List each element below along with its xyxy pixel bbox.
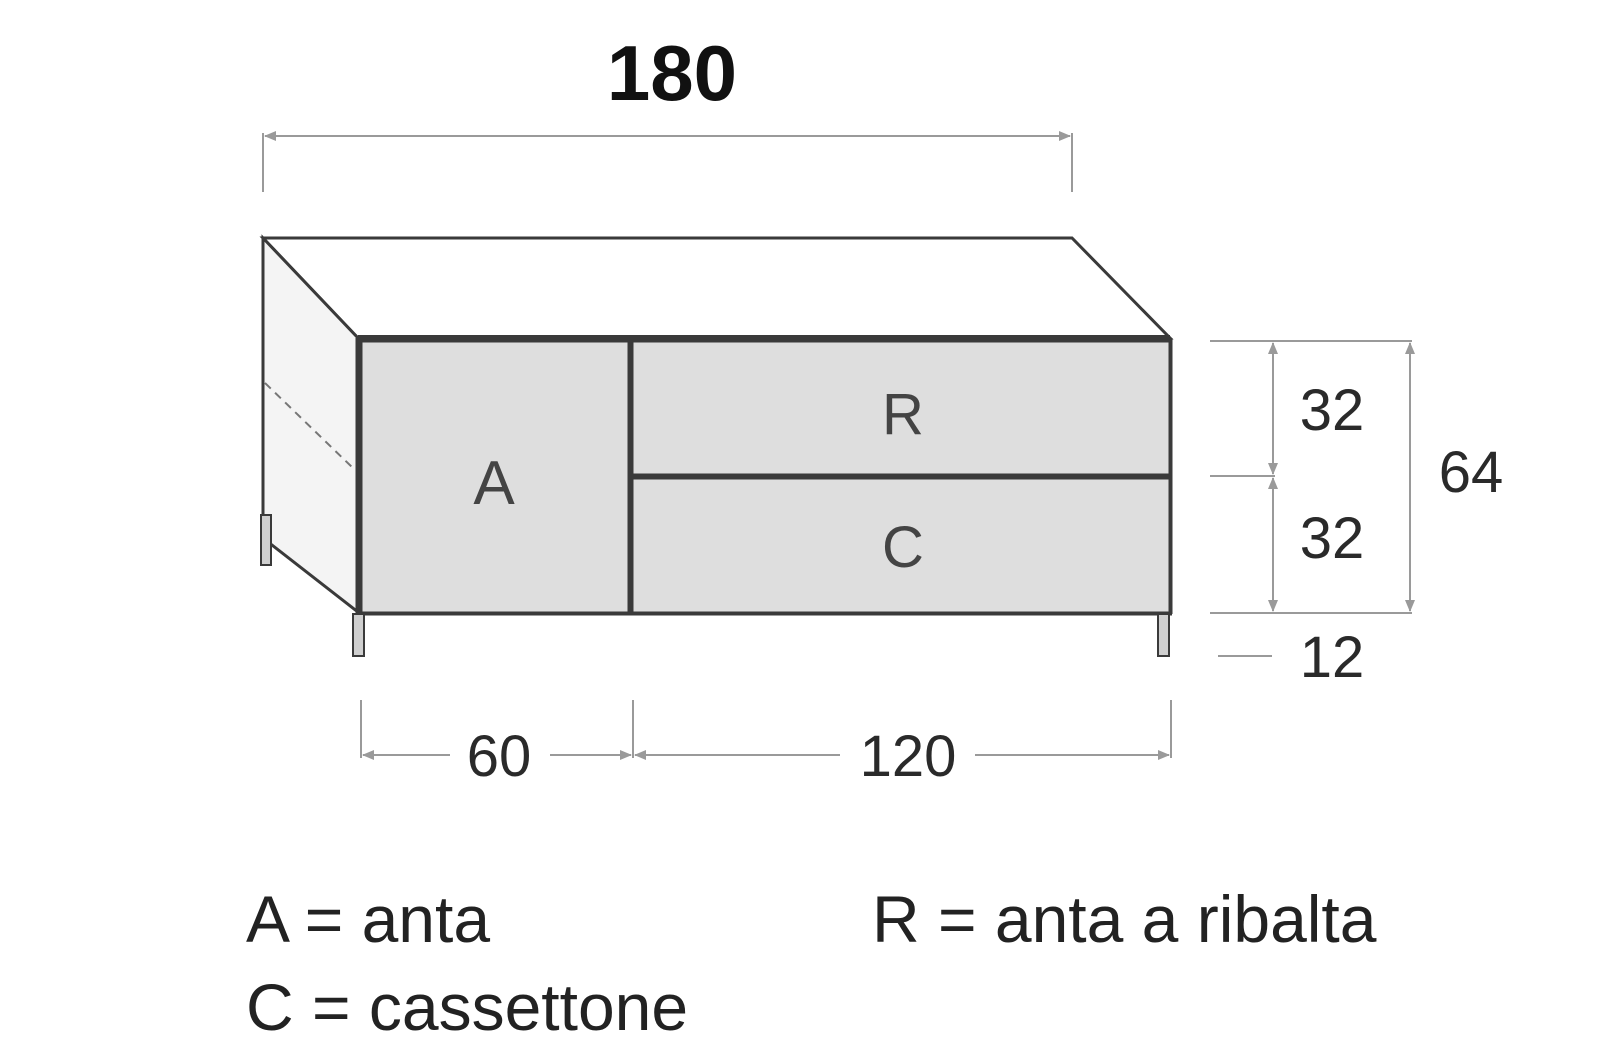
- leg-height-label: 12: [1300, 625, 1365, 690]
- drawer-panel: [630, 476, 1172, 615]
- leg-back-left: [260, 514, 272, 566]
- drawer-width-label: 120: [860, 724, 957, 789]
- flap-panel: [630, 339, 1172, 477]
- flap-height-label: 32: [1300, 378, 1365, 443]
- legend-door: A = anta: [246, 882, 490, 956]
- legend-drawer: C = cassettone: [246, 970, 688, 1044]
- drawer-letter: C: [882, 515, 924, 580]
- door-panel: [359, 339, 631, 615]
- leg-front-left: [352, 613, 365, 657]
- height-dimensions: 32 32 64 12: [1210, 340, 1504, 690]
- door-letter: A: [473, 449, 515, 518]
- side-hidden-shelf-line: [264, 382, 356, 471]
- body-height-label: 64: [1439, 440, 1504, 505]
- total-width-label: 180: [607, 29, 737, 117]
- cabinet: A R C: [259, 234, 1174, 657]
- legend: A = anta R = anta a ribalta C = cassetto…: [246, 882, 1377, 1044]
- leg-front-right: [1157, 613, 1170, 657]
- width-dimensions: 60 120: [360, 700, 1172, 789]
- door-width-label: 60: [467, 724, 532, 789]
- cabinet-top: [259, 236, 1174, 340]
- total-width-dimension: 180: [262, 29, 1073, 192]
- legend-flap: R = anta a ribalta: [872, 882, 1377, 956]
- drawer-height-label: 32: [1300, 506, 1365, 571]
- flap-letter: R: [882, 382, 924, 447]
